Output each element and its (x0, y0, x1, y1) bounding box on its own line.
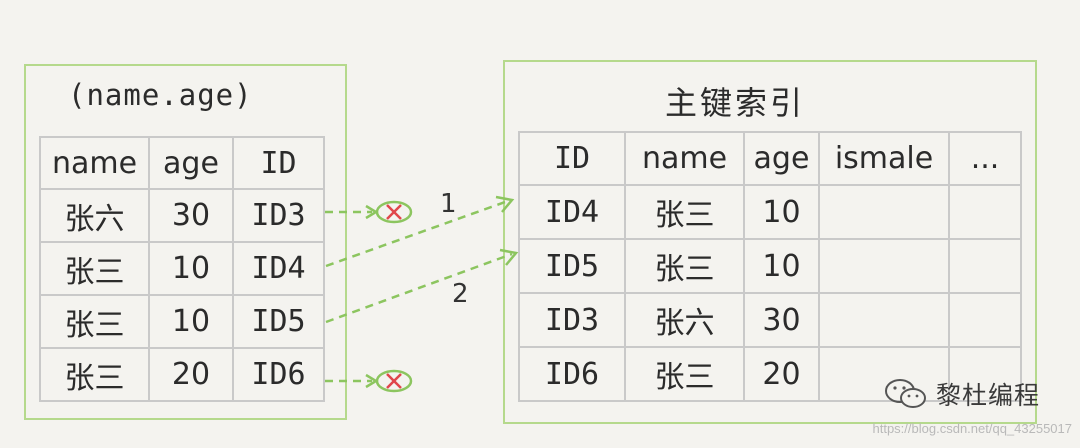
cell-id: ID4 (232, 241, 325, 296)
cell-age: 10 (148, 294, 234, 349)
cell-name: 张三 (624, 238, 745, 294)
cell-id: ID6 (232, 347, 325, 402)
cell-id: ID6 (518, 346, 626, 402)
cell-age: 10 (743, 238, 820, 294)
cell-age: 10 (743, 184, 820, 240)
cell-more (948, 184, 1022, 240)
table-row: ID5 张三 10 (518, 238, 1022, 294)
cell-id: ID5 (232, 294, 325, 349)
table-row: ID6 张三 20 (518, 346, 1022, 402)
primary-index-title: 主键索引 (665, 84, 806, 122)
cell-id: ID3 (232, 188, 325, 243)
cell-age: 20 (743, 346, 820, 402)
lookup-arrow-1 (325, 199, 509, 268)
cell-name: 张六 (39, 188, 150, 243)
cell-id: ID5 (518, 238, 626, 294)
column-header-age: age (743, 131, 820, 186)
table-header-row: name age ID (39, 136, 325, 190)
cell-age: 30 (743, 292, 820, 348)
secondary-index-table: name age ID 张六 30 ID3 张三 10 ID4 张三 10 ID… (39, 136, 325, 402)
column-header-id: ID (518, 131, 626, 186)
reject-icon (375, 369, 413, 393)
table-row: ID4 张三 10 (518, 184, 1022, 240)
cell-name: 张三 (624, 184, 745, 240)
cell-name: 张六 (624, 292, 745, 348)
cell-ismale (818, 184, 950, 240)
secondary-index-title: (name.age) (68, 78, 253, 112)
column-header-more: ... (948, 131, 1022, 186)
table-row: 张三 10 ID4 (39, 241, 325, 296)
cell-more (948, 238, 1022, 294)
arrow-label-2: 2 (452, 279, 469, 309)
table-row: 张三 20 ID6 (39, 347, 325, 402)
reject-icon (375, 200, 413, 224)
cell-ismale (818, 346, 950, 402)
cell-ismale (818, 292, 950, 348)
column-header-ismale: ismale (818, 131, 950, 186)
table-row: ID3 张六 30 (518, 292, 1022, 348)
cell-age: 30 (148, 188, 234, 243)
table-row: 张六 30 ID3 (39, 188, 325, 243)
column-header-id: ID (232, 136, 325, 190)
cell-id: ID3 (518, 292, 626, 348)
column-header-age: age (148, 136, 234, 190)
lookup-arrow-1-head (495, 195, 515, 213)
cell-name: 张三 (624, 346, 745, 402)
cell-more (948, 346, 1022, 402)
watermark: 黎杜编程 (884, 376, 1040, 412)
primary-index-table: ID name age ismale ... ID4 张三 10 ID5 张三 … (518, 131, 1022, 402)
cell-name: 张三 (39, 241, 150, 296)
arrow-label-1: 1 (440, 189, 457, 219)
cell-ismale (818, 238, 950, 294)
cell-more (948, 292, 1022, 348)
table-header-row: ID name age ismale ... (518, 131, 1022, 186)
cell-age: 20 (148, 347, 234, 402)
wechat-icon (885, 379, 926, 408)
watermark-url: https://blog.csdn.net/qq_43255017 (872, 421, 1073, 436)
watermark-brand: 黎杜编程 (936, 381, 1041, 410)
primary-index-panel: 主键索引 ID name age ismale ... ID4 张三 10 ID… (503, 60, 1037, 424)
cell-id: ID4 (518, 184, 626, 240)
cell-name: 张三 (39, 347, 150, 402)
column-header-name: name (624, 131, 745, 186)
cell-age: 10 (148, 241, 234, 296)
lookup-arrow-2 (325, 252, 513, 324)
column-header-name: name (39, 136, 150, 190)
table-row: 张三 10 ID5 (39, 294, 325, 349)
secondary-index-panel: (name.age) name age ID 张六 30 ID3 张三 10 I… (24, 64, 347, 420)
cell-name: 张三 (39, 294, 150, 349)
lookup-arrow-2-head (499, 248, 519, 266)
